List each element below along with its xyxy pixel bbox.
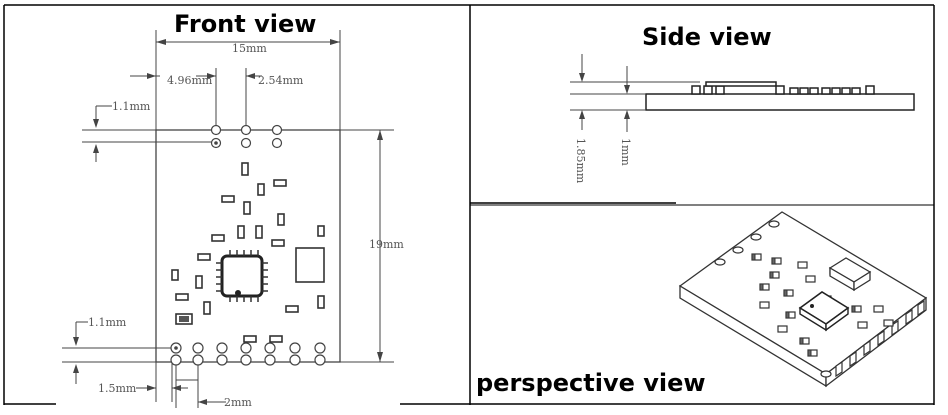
smd-components	[171, 162, 325, 343]
dim-pitch-a-label: 4.96mm	[167, 74, 213, 87]
top-pad-row	[210, 124, 283, 149]
bottom-pad-row	[170, 342, 326, 366]
side-view-panel: Side view	[470, 5, 934, 203]
perspective-view-panel: perspective view	[470, 205, 934, 405]
dim-left-offset-label: 1.5mm	[98, 382, 137, 395]
crystal-oscillator	[295, 247, 325, 283]
front-view-drawing: 15mm 4.96mm 2.54mm 1.1mm 19mm 1.1mm 1.5m…	[62, 30, 404, 409]
perspective-view-title: perspective view	[476, 369, 706, 397]
front-view-title: Front view	[174, 10, 317, 38]
dim-bottom-offset-label: 1.1mm	[88, 316, 127, 329]
dim-pitch-b-label: 2.54mm	[258, 74, 304, 87]
dim-pad-pitch-label: 2mm	[224, 396, 252, 409]
front-view-panel: Front view	[4, 5, 470, 405]
dim-width-label: 15mm	[232, 42, 267, 55]
qfn-chip	[216, 250, 268, 302]
side-view-title: Side view	[642, 23, 772, 51]
dim-top-offset-label: 1.1mm	[112, 100, 151, 113]
dim-height-label: 19mm	[369, 238, 404, 251]
